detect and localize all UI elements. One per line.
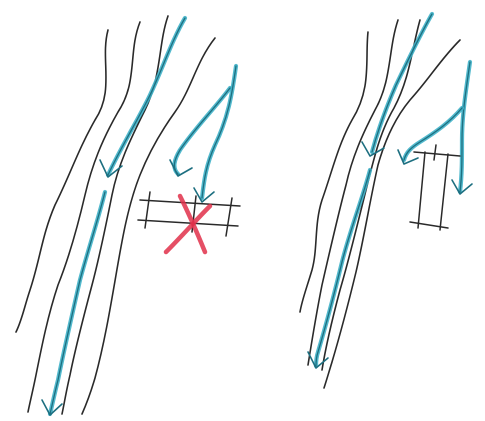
right-bridge-bottom bbox=[410, 222, 448, 228]
left-bridge-end-left bbox=[145, 192, 150, 228]
left-panel bbox=[16, 16, 240, 415]
right-bridge-top bbox=[414, 152, 460, 156]
left-bank-inner bbox=[28, 22, 140, 412]
right-panel bbox=[300, 14, 472, 388]
left-bridge-deck-top bbox=[140, 200, 240, 206]
right-tributary-flow bbox=[398, 62, 472, 194]
left-bank-outer bbox=[16, 30, 108, 332]
left-bridge-deck-bottom bbox=[138, 220, 238, 226]
left-tributary-flow-stroke bbox=[202, 66, 236, 198]
left-bridge-end-right bbox=[226, 198, 232, 236]
left-main-flow bbox=[42, 18, 185, 415]
left-river-banks bbox=[16, 16, 215, 414]
right-bridge-tick-top bbox=[434, 145, 436, 160]
left-main-flow-upper-ink bbox=[108, 18, 185, 175]
left-tributary-flow bbox=[170, 66, 236, 202]
right-main-flow-upper bbox=[372, 14, 432, 152]
right-bridge-side-left bbox=[418, 152, 425, 228]
right-bank-inner bbox=[62, 16, 168, 414]
right-main-flow bbox=[308, 14, 432, 368]
right-panel-bank-outer-left bbox=[300, 32, 368, 312]
right-panel-bank-inner-left bbox=[308, 20, 398, 365]
right-bridge-side-right bbox=[440, 154, 448, 230]
